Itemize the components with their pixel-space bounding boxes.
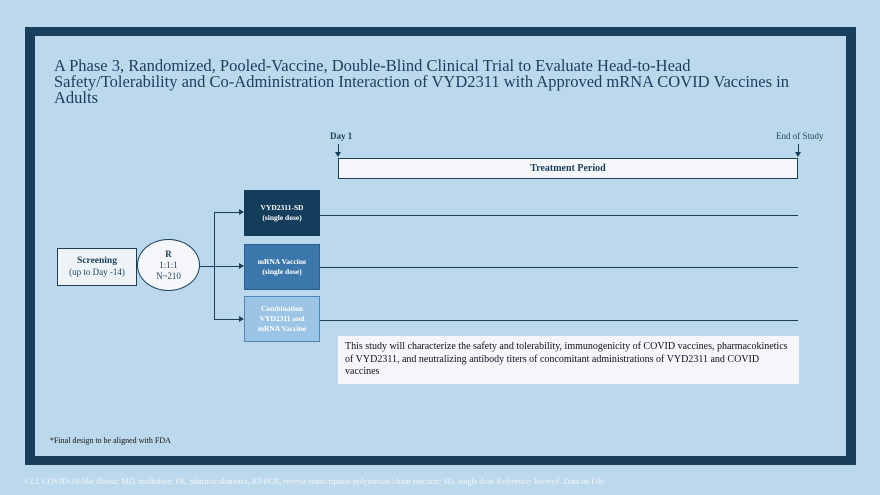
arm3-timeline xyxy=(320,320,798,322)
screening-label: Screening xyxy=(77,256,117,266)
arm-combination: Combination VYD2311 and mRNA Vaccine xyxy=(244,296,320,342)
end-of-study-label: End of Study xyxy=(776,131,824,141)
end-arrow-head xyxy=(795,152,801,157)
arm2-line1: mRNA Vaccine xyxy=(257,257,307,266)
branch-arm1 xyxy=(214,212,239,214)
randomization-ratio: 1:1:1 xyxy=(159,259,178,270)
treatment-period-bar: Treatment Period xyxy=(338,158,798,179)
screening-sublabel: (up to Day -14) xyxy=(69,267,125,277)
arm1-line1: VYD2311-SD xyxy=(260,203,304,212)
branch-arm1-arrow xyxy=(239,209,244,215)
arm-mrna-vaccine: mRNA Vaccine (single dose) xyxy=(244,244,320,290)
end-arrow-line xyxy=(797,144,799,154)
randomization-label: R xyxy=(165,248,172,259)
arm1-line2: (single dose) xyxy=(262,213,302,222)
arm3-line2: VYD2311 and xyxy=(259,314,305,323)
arm3-line1: Combination xyxy=(260,304,304,313)
screening-box: Screening (up to Day -14) xyxy=(57,248,137,286)
branch-arm2-arrow xyxy=(239,263,244,269)
branch-arm2 xyxy=(214,266,239,268)
randomization-connector xyxy=(200,266,214,268)
arm1-timeline xyxy=(320,215,798,217)
study-description: This study will characterize the safety … xyxy=(338,336,799,384)
randomization-node: R 1:1:1 N~210 xyxy=(137,239,200,291)
branch-arm3 xyxy=(214,319,239,321)
footnote-abbreviations: CLI, COVID-19-like illness; MD, multidos… xyxy=(25,477,607,486)
treatment-period-label: Treatment Period xyxy=(530,163,606,174)
randomization-n: N~210 xyxy=(156,270,181,281)
arm2-line2: (single dose) xyxy=(262,267,302,276)
slide-title: A Phase 3, Randomized, Pooled-Vaccine, D… xyxy=(54,56,789,107)
arm2-timeline xyxy=(320,267,798,269)
design-note: *Final design to be aligned with FDA xyxy=(50,436,171,445)
day1-arrow-line xyxy=(337,144,339,154)
day1-arrow-head xyxy=(335,152,341,157)
arm3-line3: mRNA Vaccine xyxy=(257,324,307,333)
arm-vyd2311-sd: VYD2311-SD (single dose) xyxy=(244,190,320,236)
day1-label: Day 1 xyxy=(330,131,353,141)
branch-arm3-arrow xyxy=(239,316,244,322)
